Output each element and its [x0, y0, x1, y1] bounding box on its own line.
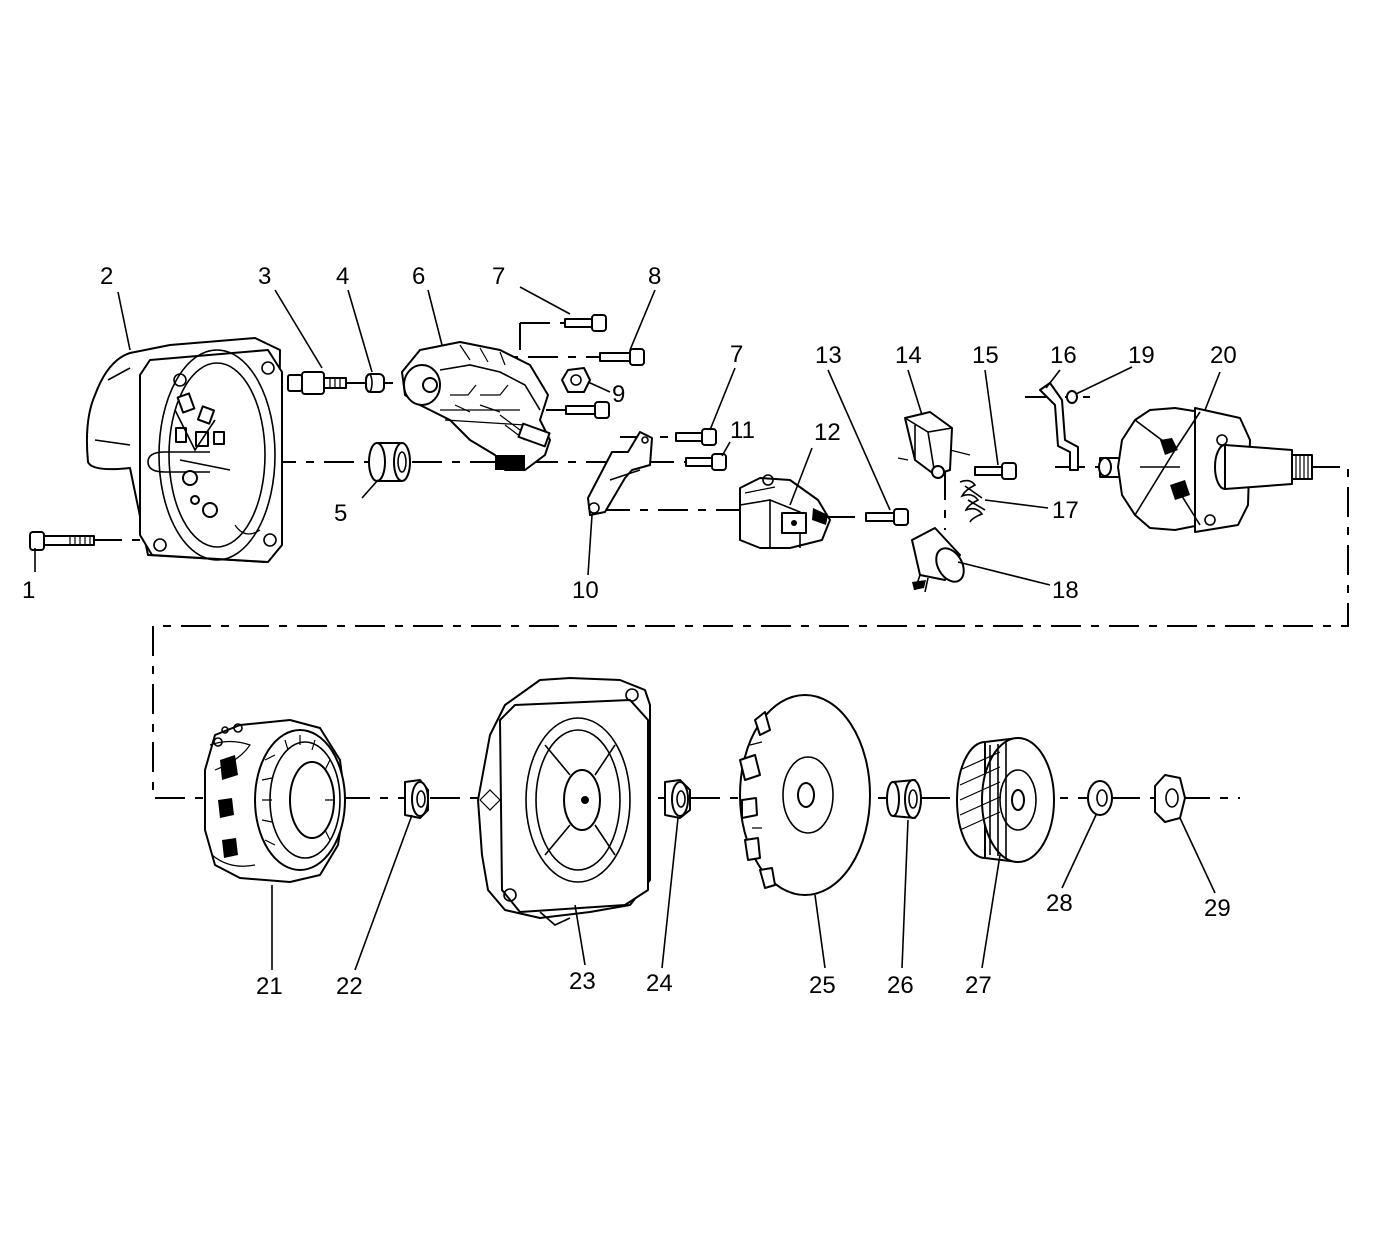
- callout-22: 22: [336, 973, 363, 1000]
- washer-28: [1087, 780, 1113, 816]
- fan-25: [739, 694, 871, 896]
- callout-27: 27: [965, 972, 992, 999]
- callout-14: 14: [895, 342, 922, 369]
- callout-29: 29: [1204, 895, 1231, 922]
- callout-7b: 7: [730, 341, 743, 368]
- screw-11: [685, 453, 727, 471]
- nut-9: [561, 367, 591, 393]
- bracket-10: [587, 431, 653, 516]
- callout-25: 25: [809, 972, 836, 999]
- callout-4: 4: [336, 263, 349, 290]
- callout-12: 12: [814, 419, 841, 446]
- slip-ring-end-frame-2: [85, 337, 283, 563]
- callout-20: 20: [1210, 342, 1237, 369]
- callout-11: 11: [730, 417, 755, 444]
- callout-17: 17: [1052, 497, 1079, 524]
- callout-9: 9: [612, 381, 625, 408]
- callout-15: 15: [972, 342, 999, 369]
- rectifier-bridge-6: [401, 341, 551, 471]
- callout-13: 13: [815, 342, 842, 369]
- regulator-12: [739, 474, 831, 549]
- spacer-24: [664, 779, 691, 819]
- screw-13: [865, 508, 909, 526]
- spacer-22: [404, 779, 429, 819]
- nut-29: [1154, 774, 1186, 823]
- screw-6-lower: [565, 401, 610, 419]
- drive-end-frame-23: [477, 677, 651, 926]
- pulley-27: [956, 737, 1055, 863]
- callout-6: 6: [412, 263, 425, 290]
- callout-18: 18: [1052, 577, 1079, 604]
- callout-8: 8: [648, 263, 661, 290]
- stator-21: [204, 719, 346, 883]
- callout-19: 19: [1128, 342, 1155, 369]
- callout-2: 2: [100, 263, 113, 290]
- screw-8: [599, 348, 645, 366]
- bearing-5: [368, 442, 411, 482]
- clip-16: [1039, 382, 1079, 471]
- callout-labels: 1 2 3 4 5 6 7 7 8 9 10 11 12 13 14 15 16…: [22, 263, 1237, 1000]
- callout-3: 3: [258, 263, 271, 290]
- callout-7a: 7: [492, 263, 505, 290]
- rotor-20: [1098, 407, 1313, 533]
- screw-7-middle: [675, 428, 717, 446]
- callout-28: 28: [1046, 890, 1073, 917]
- washer-19: [1066, 390, 1078, 404]
- leader-lines: [34, 286, 1221, 971]
- callout-23: 23: [569, 968, 596, 995]
- brush-holder-14: [897, 411, 971, 479]
- stud-3: [287, 371, 347, 395]
- collar-26: [886, 779, 922, 819]
- callout-26: 26: [887, 972, 914, 999]
- screw-15: [974, 462, 1017, 480]
- callout-10: 10: [572, 577, 599, 604]
- screw-7-upper: [564, 314, 607, 332]
- callout-16: 16: [1050, 342, 1077, 369]
- brush-18: [911, 527, 965, 593]
- callout-21: 21: [256, 973, 283, 1000]
- callout-24: 24: [646, 970, 673, 997]
- callout-5: 5: [334, 500, 347, 527]
- insulator-4: [365, 373, 385, 393]
- callout-1: 1: [22, 577, 35, 604]
- spring-17: [959, 479, 986, 523]
- bolt-1: [29, 531, 95, 551]
